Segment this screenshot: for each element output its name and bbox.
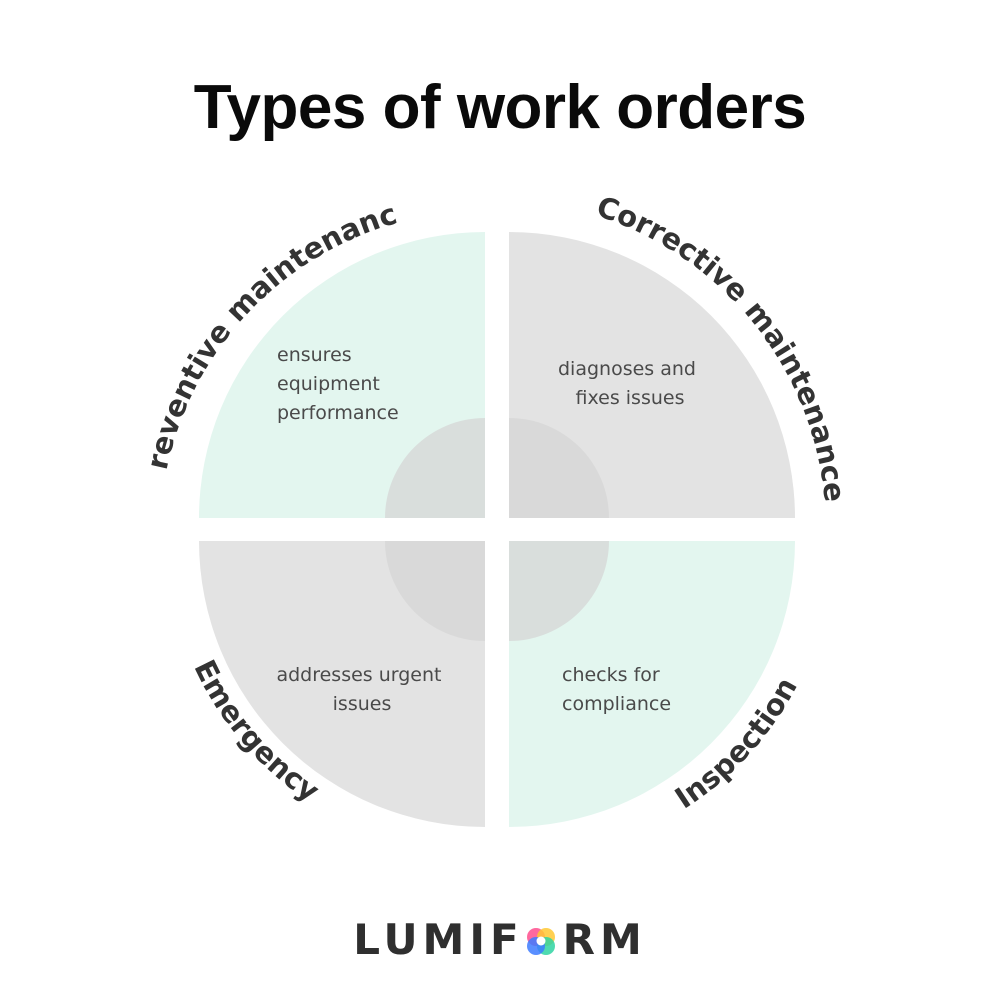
desc-line: equipment <box>277 373 380 395</box>
flower-o-icon <box>526 927 555 955</box>
quadrant-preventive <box>199 232 485 518</box>
page-title: Types of work orders <box>193 73 807 142</box>
center-overlay-br <box>509 541 609 641</box>
quadrant-emergency <box>199 541 485 827</box>
logo-text-end: RM <box>562 915 647 964</box>
inspection-description: checks for compliance <box>562 664 671 715</box>
desc-line: fixes issues <box>576 387 685 409</box>
desc-line: addresses urgent <box>276 664 441 686</box>
desc-line: ensures <box>277 344 352 366</box>
lumiform-logo: LUMIF RM <box>0 915 1000 964</box>
center-overlay-tr <box>509 418 609 518</box>
preventive-description: ensures equipment performance <box>277 344 399 424</box>
desc-line: diagnoses and <box>558 358 696 380</box>
desc-line: performance <box>277 402 399 424</box>
desc-line: issues <box>333 693 392 715</box>
logo-text-start: LUMIF <box>353 915 524 964</box>
center-overlay-bl <box>385 541 485 641</box>
center-overlay-tl <box>385 418 485 518</box>
quadrant-inspection <box>509 541 795 827</box>
desc-line: checks for <box>562 664 660 686</box>
desc-line: compliance <box>562 693 671 715</box>
quadrant-corrective <box>509 232 795 518</box>
corrective-description: diagnoses and fixes issues <box>558 358 702 409</box>
emergency-description: addresses urgent issues <box>276 664 447 715</box>
